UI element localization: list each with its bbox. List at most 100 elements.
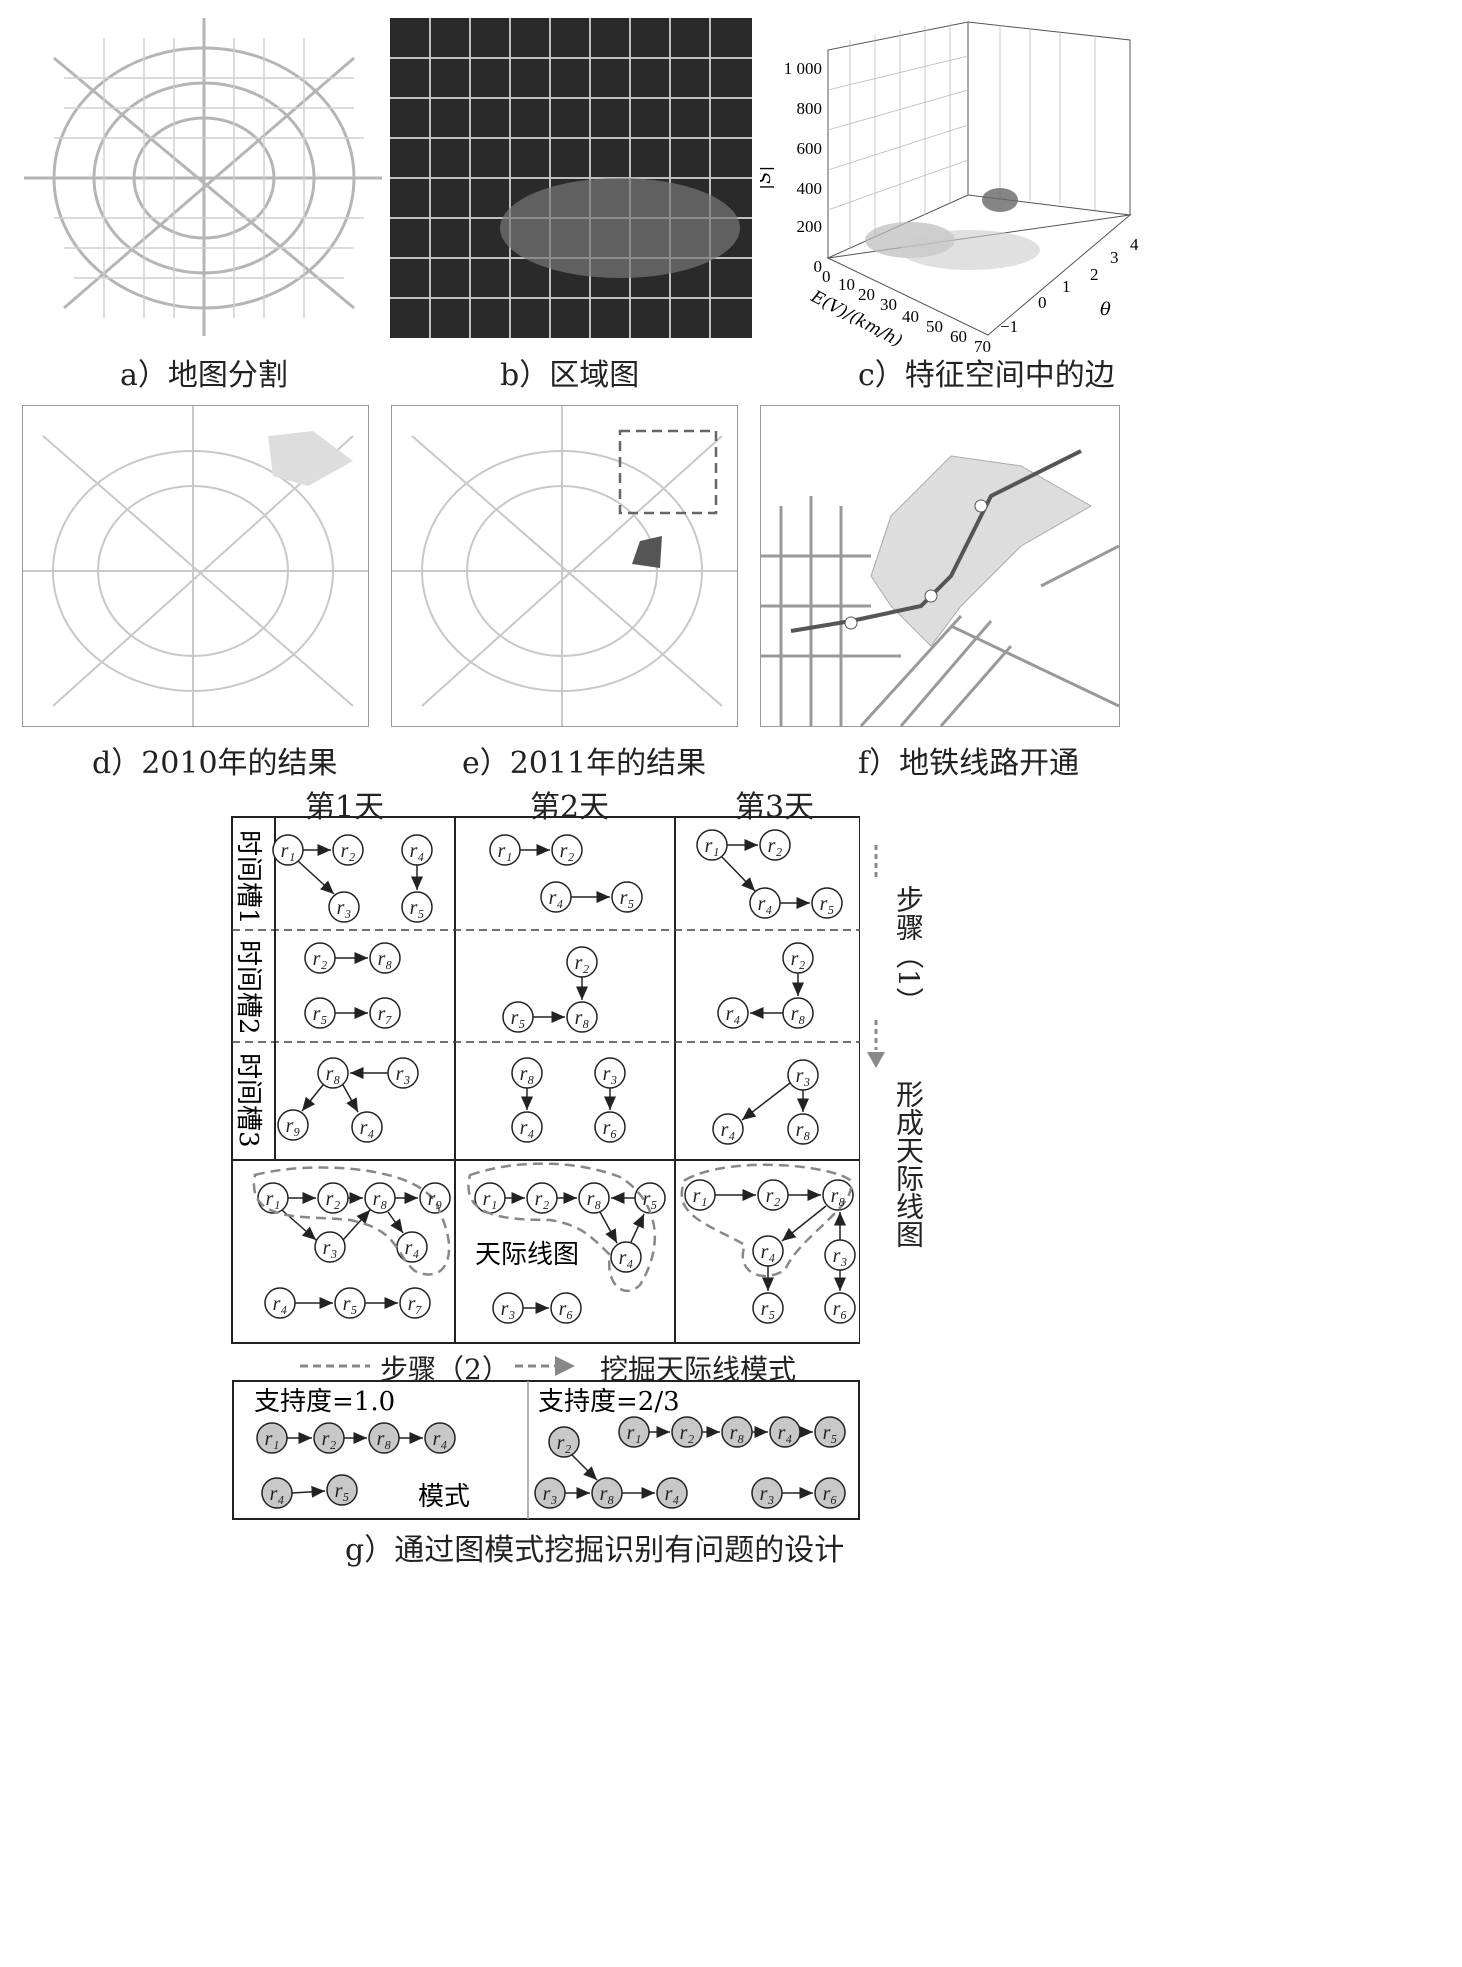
day-header-3: 第3天 — [735, 790, 815, 825]
slot-label-3: 时间槽3 — [233, 1053, 263, 1148]
svg-text:r₄: r₄ — [520, 1117, 535, 1139]
day-header-2: 第2天 — [530, 790, 610, 825]
svg-text:r₈: r₈ — [377, 1428, 392, 1450]
svg-text:r₈: r₈ — [520, 1063, 535, 1085]
svg-text:r₂: r₂ — [680, 1422, 695, 1444]
svg-text:r₇: r₇ — [408, 1293, 423, 1315]
svg-text:r₈: r₈ — [600, 1483, 615, 1505]
svg-text:r₁: r₁ — [265, 1428, 280, 1450]
pattern-label: 模式 — [418, 1482, 470, 1512]
svg-text:r₆: r₆ — [833, 1298, 848, 1320]
svg-text:r₆: r₆ — [823, 1483, 838, 1505]
day-header-1: 第1天 — [305, 790, 385, 825]
svg-text:r₅: r₅ — [823, 1422, 838, 1444]
svg-text:r₂: r₂ — [313, 948, 328, 970]
caption-e: e）2011年的结果 — [462, 746, 707, 781]
support-right: 支持度=2/3 — [538, 1387, 680, 1417]
svg-text:r₈: r₈ — [575, 1007, 590, 1029]
caption-f: f）地铁线路开通 — [858, 746, 1080, 781]
svg-text:r₁: r₁ — [281, 840, 296, 862]
svg-text:r₇: r₇ — [378, 1003, 393, 1025]
svg-text:r₄: r₄ — [405, 1237, 420, 1259]
svg-text:r₃: r₃ — [760, 1483, 775, 1505]
svg-text:r₅: r₅ — [511, 1007, 526, 1029]
svg-text:r₈: r₈ — [796, 1119, 811, 1141]
y-tick: 3 — [1110, 248, 1119, 267]
svg-text:r₉: r₉ — [428, 1188, 443, 1210]
svg-text:r₁: r₁ — [705, 835, 720, 857]
svg-text:r₃: r₃ — [501, 1298, 516, 1320]
svg-text:r₂: r₂ — [560, 840, 575, 862]
svg-text:r₂: r₂ — [557, 1432, 572, 1454]
svg-text:r₅: r₅ — [620, 887, 635, 909]
svg-text:r₁: r₁ — [483, 1188, 498, 1210]
svg-text:r₈: r₈ — [326, 1063, 341, 1085]
step1-indicator — [862, 840, 902, 1320]
svg-text:r₄: r₄ — [410, 840, 425, 862]
result-2011-map — [392, 406, 737, 726]
svg-text:r₂: r₂ — [535, 1188, 550, 1210]
x-tick: 70 — [974, 337, 991, 355]
svg-text:r₄: r₄ — [758, 893, 773, 915]
svg-text:r₄: r₄ — [726, 1003, 741, 1025]
svg-text:r₃: r₃ — [603, 1063, 618, 1085]
x-tick: 0 — [822, 267, 831, 286]
x-tick: 60 — [950, 327, 967, 346]
result-2010-panel — [22, 405, 369, 727]
svg-text:r₂: r₂ — [341, 840, 356, 862]
x-tick: 40 — [902, 307, 919, 326]
step1-result-label: 形成天际线图 — [892, 1080, 925, 1248]
svg-text:r₈: r₈ — [831, 1185, 846, 1207]
x-tick: 10 — [838, 275, 855, 294]
subway-map — [761, 449, 1119, 726]
result-2011-panel — [391, 405, 738, 727]
skyline-graph-label: 天际线图 — [475, 1240, 579, 1270]
svg-text:r₃: r₃ — [337, 897, 352, 919]
x-tick: 20 — [858, 285, 875, 304]
svg-text:r₁: r₁ — [693, 1185, 708, 1207]
svg-text:r₅: r₅ — [343, 1293, 358, 1315]
svg-text:r₅: r₅ — [313, 1003, 328, 1025]
map-segmentation-image — [24, 18, 382, 336]
svg-text:r₄: r₄ — [721, 1119, 736, 1141]
caption-b: b）区域图 — [500, 358, 640, 393]
svg-text:r₄: r₄ — [273, 1293, 288, 1315]
svg-text:r₁: r₁ — [498, 840, 513, 862]
svg-text:r₂: r₂ — [791, 948, 806, 970]
svg-text:r₅: r₅ — [410, 897, 425, 919]
y-tick: 4 — [1130, 235, 1139, 254]
slot-label-1: 时间槽1 — [233, 830, 263, 925]
caption-a: a）地图分割 — [120, 358, 288, 393]
svg-text:r₆: r₆ — [603, 1117, 618, 1139]
svg-text:r₂: r₂ — [322, 1428, 337, 1450]
scatter-3d: |S| 0 200 400 600 800 1 000 0 10 20 30 4… — [760, 21, 1139, 355]
y-axis-label: θ — [1100, 299, 1111, 320]
z-tick: 600 — [797, 139, 823, 158]
map-segmentation-panel — [24, 18, 382, 336]
z-tick: 800 — [797, 99, 823, 118]
support-left: 支持度=1.0 — [254, 1387, 395, 1417]
x-tick: 30 — [880, 295, 897, 314]
svg-text:r₂: r₂ — [326, 1188, 341, 1210]
svg-text:r₈: r₈ — [791, 1003, 806, 1025]
z-tick: 0 — [814, 257, 823, 276]
region-graph-image — [390, 18, 752, 338]
svg-text:r₄: r₄ — [549, 887, 564, 909]
step2-arrow — [300, 1356, 575, 1376]
svg-text:r₃: r₃ — [543, 1483, 558, 1505]
z-axis-label: |S| — [760, 166, 775, 190]
svg-text:r₄: r₄ — [433, 1428, 448, 1450]
svg-text:r₄: r₄ — [360, 1117, 375, 1139]
svg-text:r₂: r₂ — [575, 952, 590, 974]
svg-text:r₂: r₂ — [768, 835, 783, 857]
caption-g: g）通过图模式挖掘识别有问题的设计 — [345, 1533, 845, 1568]
slot-label-2: 时间槽2 — [233, 940, 263, 1035]
skyline-grid: 时间槽1 时间槽2 时间槽3 — [230, 815, 860, 1345]
svg-text:r₅: r₅ — [761, 1298, 776, 1320]
svg-text:r₄: r₄ — [665, 1483, 680, 1505]
y-tick: −1 — [1000, 317, 1018, 336]
svg-text:r₄: r₄ — [778, 1422, 793, 1444]
svg-text:r₃: r₃ — [796, 1065, 811, 1087]
z-tick: 200 — [797, 217, 823, 236]
